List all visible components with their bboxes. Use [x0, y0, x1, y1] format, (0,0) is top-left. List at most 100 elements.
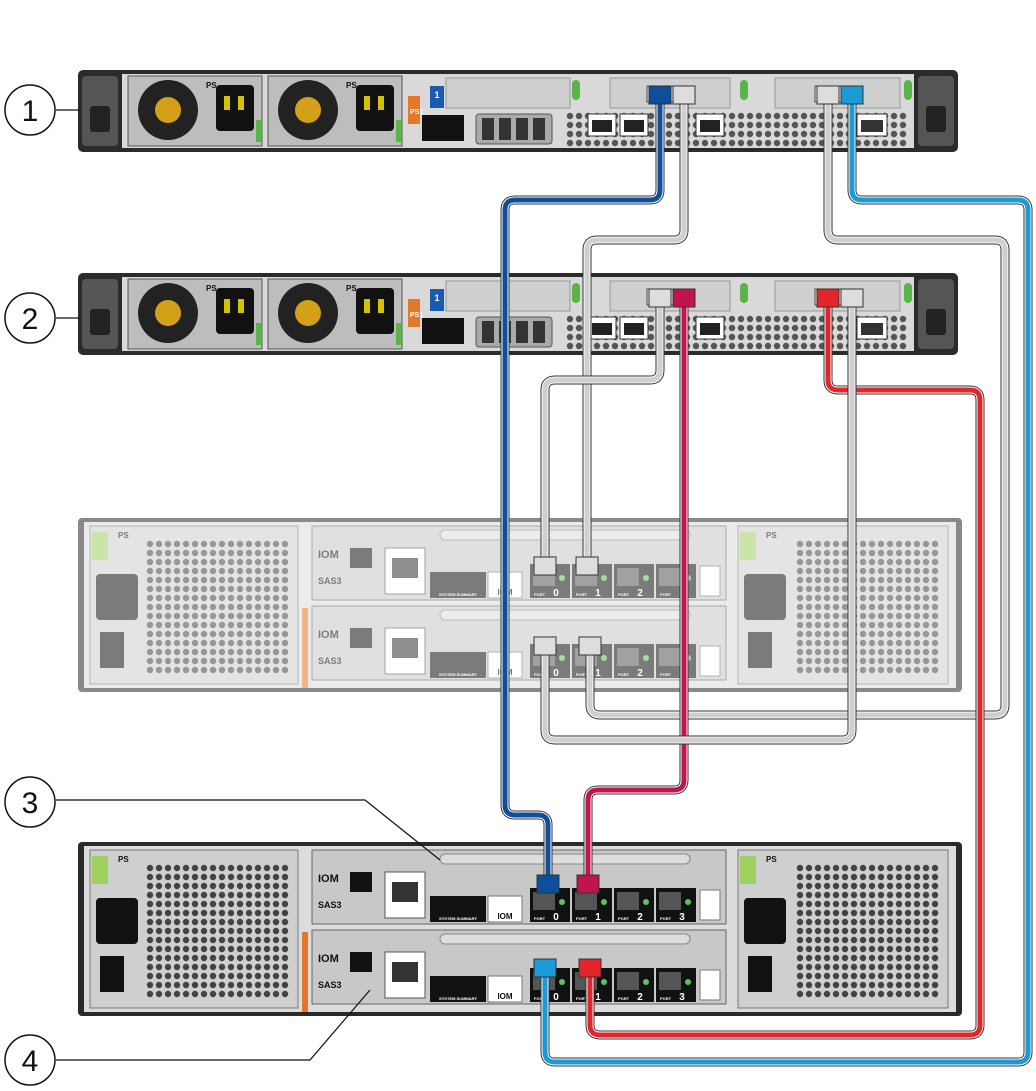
- lever: [904, 283, 912, 303]
- link-led: [601, 575, 607, 581]
- port-label: PORT: [660, 996, 672, 1001]
- sas-port-3: PORT 3: [656, 968, 696, 1003]
- iom-label: IOM: [318, 953, 339, 965]
- service-panel: [350, 548, 372, 568]
- lever: [904, 80, 912, 100]
- power-inlet: [744, 898, 786, 944]
- gray-cable-4: [540, 298, 857, 745]
- port-number: 3: [679, 992, 685, 1003]
- psu-label: PS: [346, 81, 357, 90]
- cables: [500, 85, 1033, 1067]
- iom-status-label: IOM: [497, 992, 512, 1001]
- red-cable: [585, 298, 985, 1040]
- power-supply: PS: [127, 278, 263, 350]
- callout-3: 3: [4, 776, 441, 861]
- port-number: 0: [553, 992, 559, 1003]
- callout-1: 1: [4, 84, 80, 136]
- sas3-label: SAS3: [318, 900, 342, 910]
- power-inlet: [356, 288, 394, 334]
- gray-cable-1: [582, 95, 689, 572]
- ps-handle: [740, 856, 756, 884]
- ps-handle: [92, 856, 108, 884]
- leader-line: [56, 799, 441, 861]
- system-summary-panel: [430, 896, 486, 922]
- cable-connector: [648, 288, 672, 308]
- ps-label: PS: [118, 531, 129, 540]
- port-label: PORT: [660, 916, 672, 921]
- gray-cable-3: [540, 298, 665, 572]
- lever: [740, 283, 748, 303]
- cable-connector: [648, 85, 672, 105]
- port-number: 1: [595, 992, 601, 1003]
- system-summary-label: SYSTEM SUMMARY: [439, 672, 477, 677]
- system-summary-label: SYSTEM SUMMARY: [439, 916, 477, 921]
- cable-connector: [816, 288, 840, 308]
- ps-handle: [92, 532, 108, 560]
- link-led: [643, 575, 649, 581]
- service-panel: [350, 952, 372, 972]
- fault-indicator: [699, 969, 721, 1001]
- callout-number: 2: [22, 303, 39, 336]
- link-led: [685, 979, 691, 985]
- power-supply: PS: [267, 278, 403, 350]
- system-summary-panel: [430, 572, 486, 598]
- service-panel: [350, 872, 372, 892]
- port-label: PORT: [576, 592, 588, 597]
- port-number: 3: [679, 912, 685, 923]
- psu-handle: [256, 323, 261, 345]
- port-label: PORT: [618, 672, 630, 677]
- status-panel: [422, 115, 464, 141]
- callout-number: 1: [22, 95, 39, 128]
- power-inlet: [356, 85, 394, 131]
- service-panel: [350, 628, 372, 648]
- sas-port-3: PORT 3: [656, 888, 696, 923]
- iom-label: IOM: [318, 873, 339, 885]
- cable-connector: [533, 636, 557, 656]
- sas3-label: SAS3: [318, 576, 342, 586]
- status-panel: [422, 318, 464, 344]
- port-number: 0: [553, 588, 559, 599]
- leader-line: [56, 989, 371, 1061]
- power-inlet: [744, 574, 786, 620]
- iom-status-panel: [487, 975, 523, 1003]
- port-number: 2: [637, 992, 643, 1003]
- cable-connector: [816, 85, 840, 105]
- port-label: PORT: [660, 592, 672, 597]
- gray-cable-2: [585, 95, 1010, 720]
- port-label: PORT: [576, 996, 588, 1001]
- fault-indicator: [699, 889, 721, 921]
- port-label: PORT: [534, 916, 546, 921]
- ps1-label: PS1: [410, 312, 423, 319]
- cable-connector: [533, 556, 557, 576]
- ethernet-port: [384, 871, 426, 919]
- psu-label: PS: [346, 284, 357, 293]
- port-label: PORT: [576, 672, 588, 677]
- cable-connector: [578, 958, 602, 978]
- port-number: 0: [553, 912, 559, 923]
- link-led: [685, 899, 691, 905]
- power-switch: [748, 632, 772, 668]
- lever: [572, 283, 580, 303]
- callouts: 1 2 3 4: [4, 84, 441, 1086]
- ps-label: PS: [118, 855, 129, 864]
- cable-connector: [672, 288, 696, 308]
- link-led: [559, 655, 565, 661]
- port-number: 2: [637, 588, 643, 599]
- cable-connector: [840, 288, 864, 308]
- cable-connector: [575, 556, 599, 576]
- iom-latch: [439, 853, 691, 865]
- callout-2: 2: [4, 292, 80, 344]
- shelf-psu-left: PS: [89, 525, 299, 685]
- link-led: [643, 655, 649, 661]
- callout-4: 4: [4, 989, 371, 1086]
- callout-number: 3: [22, 787, 39, 820]
- power-switch: [100, 632, 124, 668]
- cable-connector: [672, 85, 696, 105]
